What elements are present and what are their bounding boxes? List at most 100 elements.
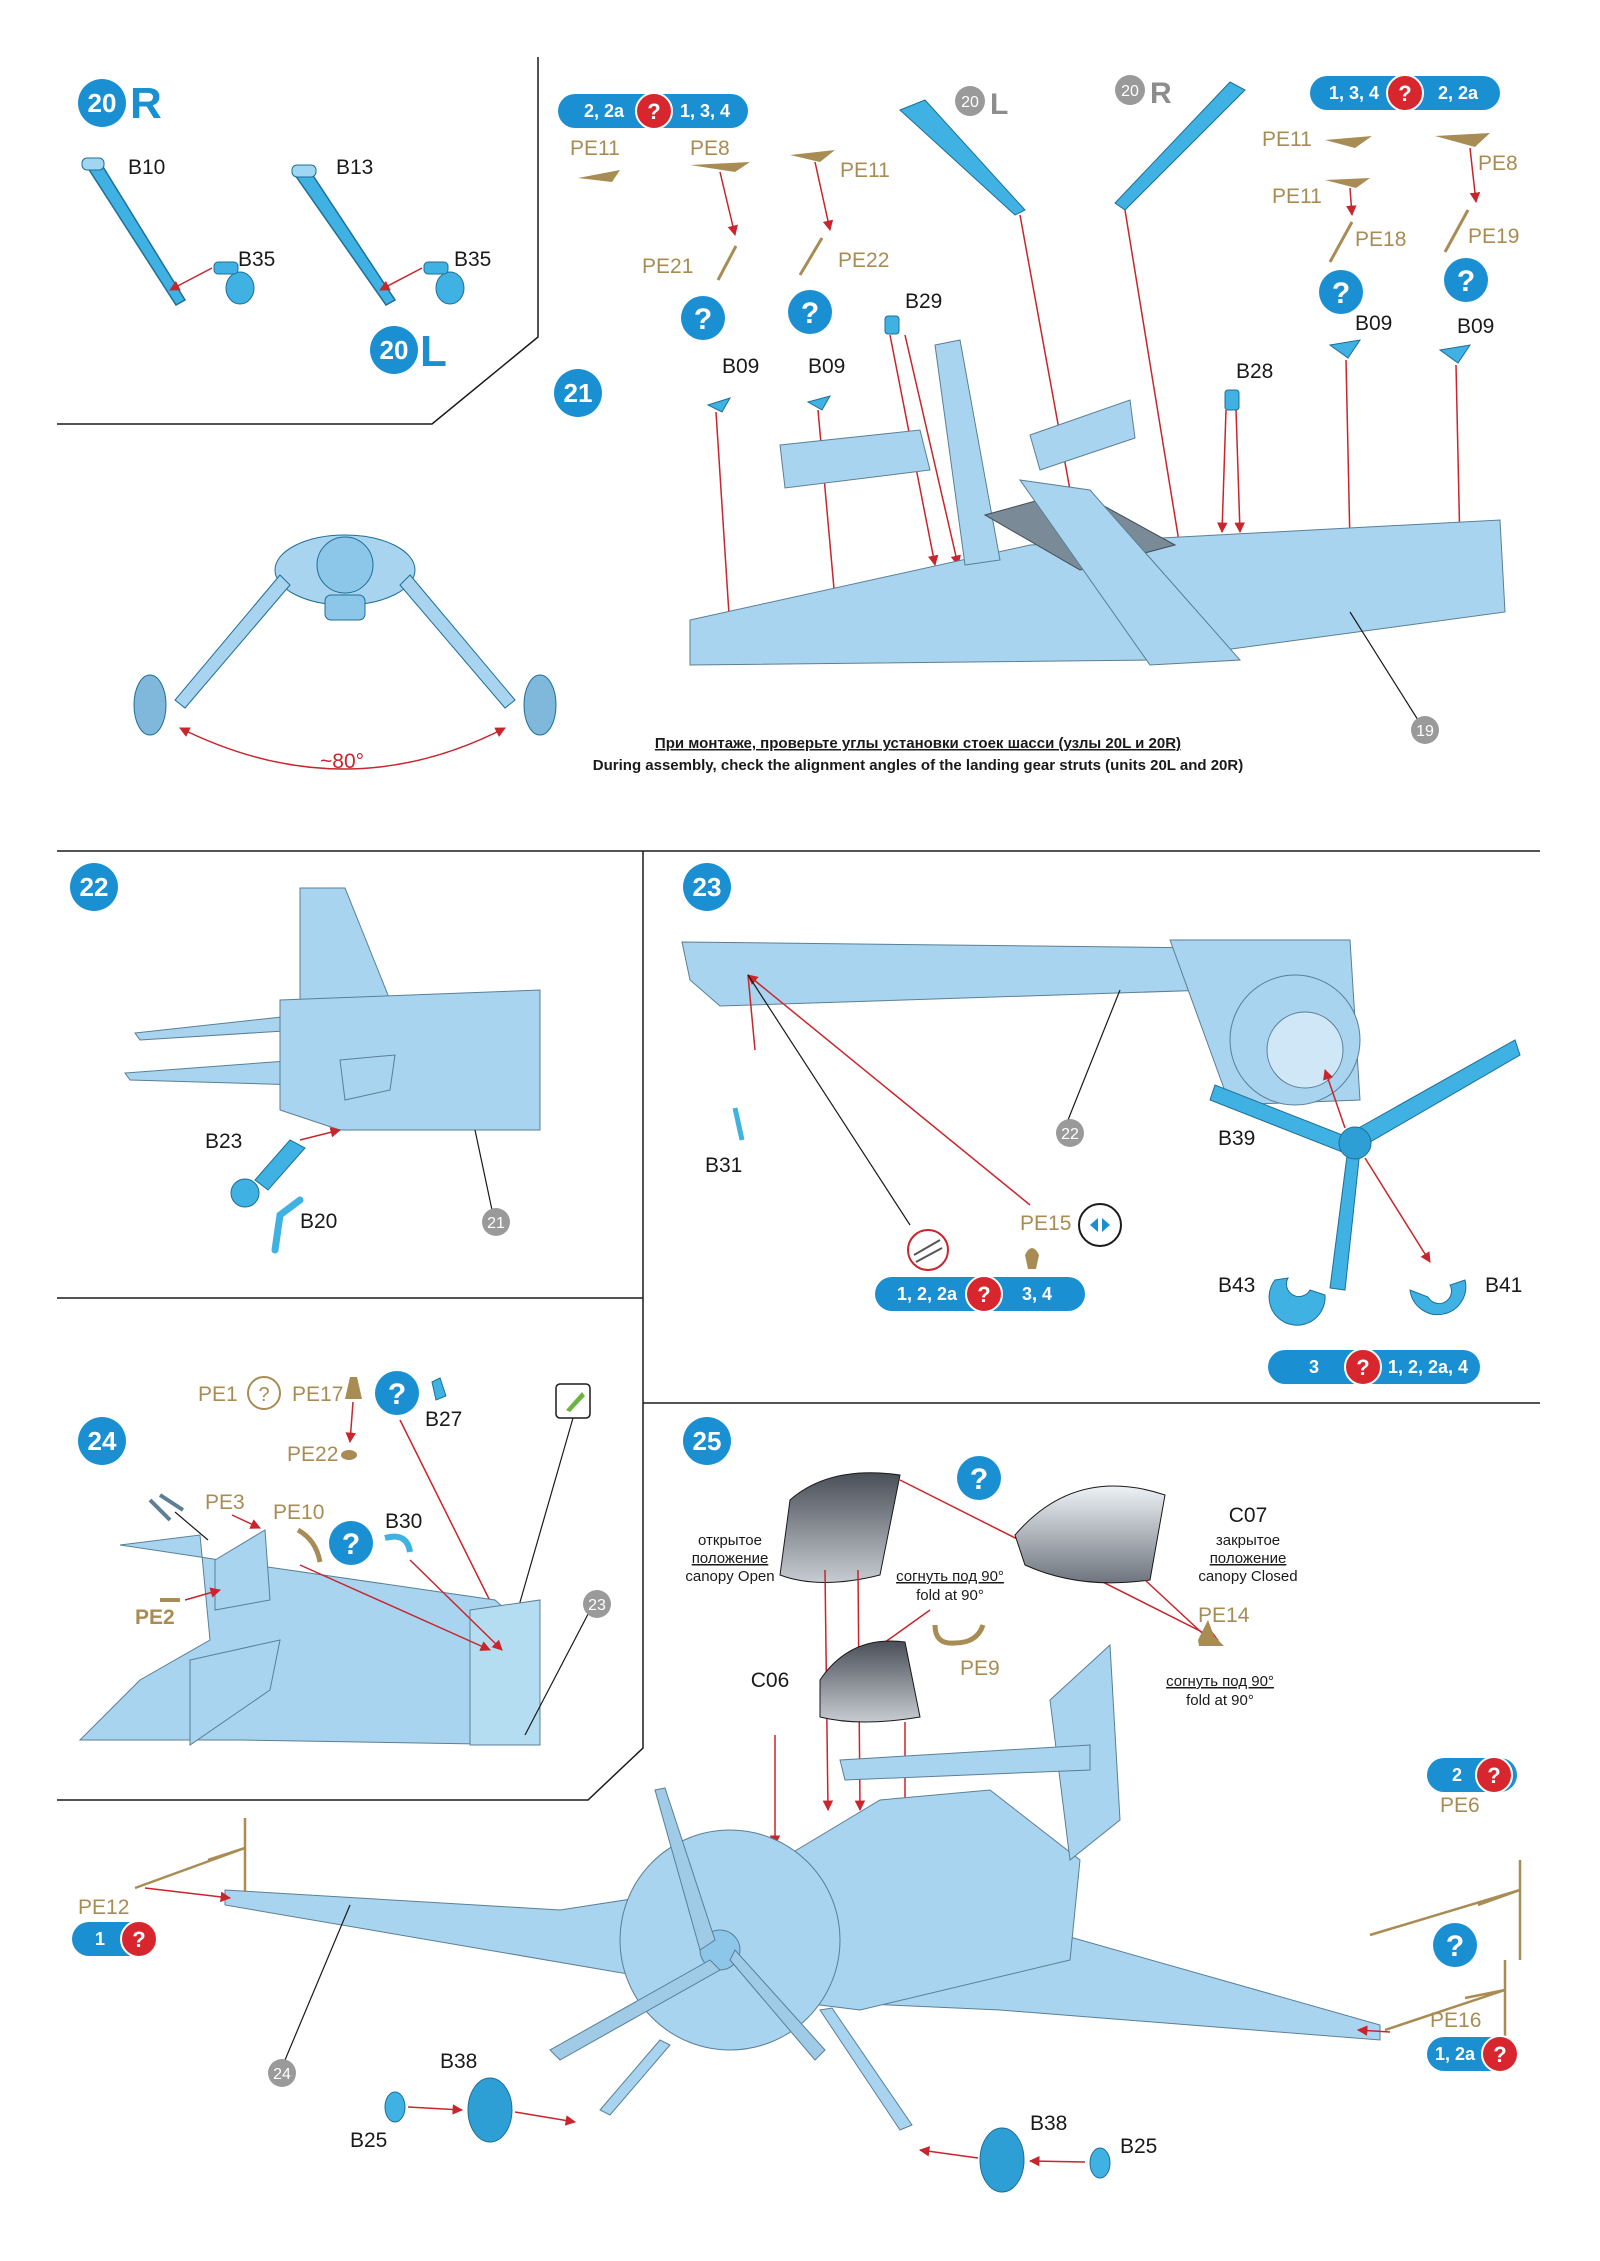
part-pe10: [296, 1527, 323, 1563]
svg-text:2: 2: [1452, 1765, 1462, 1785]
arrow: [1356, 2025, 1391, 2036]
ref-24: 24: [268, 2059, 296, 2087]
svg-text:2, 2a: 2, 2a: [584, 101, 625, 121]
step-23-badge: 23: [683, 863, 731, 911]
part-strut-20l: [899, 99, 1026, 216]
part-b43: [1268, 1277, 1326, 1326]
part-b38-wheel: [979, 2127, 1025, 2193]
step-21: 21 ~80° 2, 2a ? 1, 3, 4 1, 3, 4 ?: [133, 74, 1519, 774]
part-pe11-plate: [1325, 178, 1370, 188]
svg-text:20: 20: [961, 94, 979, 111]
fuselage-rear-view: [78, 1529, 541, 1746]
ref-23: 23: [583, 1590, 611, 1618]
label-b09a: B09: [722, 355, 759, 378]
pill-schemes-right: 1, 3, 4 ? 2, 2a: [1310, 74, 1500, 112]
caption-fold-en-b: fold at 90°: [1186, 1692, 1254, 1709]
aircraft-underside: [689, 339, 1506, 666]
pill-pe12: 1 ?: [72, 1920, 158, 1958]
label-b25b: B25: [1120, 2135, 1157, 2158]
svg-text:?: ?: [970, 1463, 988, 1496]
note-russian: При монтаже, проверьте углы установки ст…: [655, 735, 1181, 752]
caption-closed-en: canopy Closed: [1198, 1568, 1297, 1585]
arrow: [169, 267, 213, 291]
part-pe11-plate: [1325, 136, 1372, 148]
ref-21: 21: [482, 1208, 510, 1236]
arrow: [747, 974, 756, 1051]
label-b20: B20: [300, 1210, 337, 1233]
label-pe16: PE16: [1430, 2009, 1481, 2032]
svg-text:23: 23: [693, 872, 722, 902]
note-english: During assembly, check the alignment ang…: [593, 757, 1243, 774]
landing-gear-front-view: [133, 534, 557, 770]
label-b41: B41: [1485, 1274, 1522, 1297]
svg-text:?: ?: [342, 1528, 360, 1561]
svg-text:?: ?: [1457, 265, 1475, 298]
part-c06-canopy: [819, 1640, 921, 1723]
step-24: 24 PE1 ? PE17 PE22 ? B27 PE3: [78, 1371, 611, 1746]
part-c07-canopy-open: [779, 1472, 901, 1583]
svg-text:?: ?: [801, 297, 819, 330]
caption-fold-ru-b: согнуть под 90°: [1166, 1673, 1274, 1690]
step-23: 23 B31 22 PE15 1, 2, 2a: [681, 863, 1522, 1386]
svg-text:?: ?: [977, 1282, 990, 1307]
part-b38-wheel: [467, 2077, 513, 2143]
label-b27: B27: [425, 1408, 462, 1431]
label-pe3: PE3: [205, 1491, 245, 1514]
ref-22: 22: [1056, 1119, 1084, 1147]
arrow: [299, 1127, 342, 1141]
step-25-badge: 25: [683, 1417, 731, 1465]
part-pe19: [1443, 209, 1470, 253]
label-b09d: B09: [1457, 315, 1494, 338]
arrow: [514, 2111, 577, 2126]
svg-text:?: ?: [132, 1927, 145, 1952]
part-b35-left: [213, 261, 255, 305]
arrow: [299, 1564, 491, 1651]
leader-line: [284, 1904, 351, 2061]
part-pe21: [716, 245, 738, 281]
svg-text:1, 2, 2a: 1, 2, 2a: [897, 1284, 958, 1304]
svg-text:R: R: [130, 79, 162, 128]
label-b38b: B38: [1030, 2112, 1067, 2135]
label-pe8a: PE8: [690, 137, 730, 160]
part-pe9: [932, 1624, 986, 1646]
svg-text:24: 24: [273, 2066, 291, 2083]
label-pe19: PE19: [1468, 225, 1519, 248]
question-icon: ?: [375, 1371, 419, 1415]
label-c06: C06: [751, 1669, 790, 1692]
part-b25-hub: [384, 2091, 406, 2123]
svg-text:L: L: [420, 327, 447, 376]
label-b28: B28: [1236, 360, 1273, 383]
part-b20: [271, 1196, 304, 1254]
label-b38a: B38: [440, 2050, 477, 2073]
svg-text:20: 20: [1121, 83, 1139, 100]
label-b10: B10: [128, 156, 165, 179]
part-b10-strut: [81, 157, 187, 306]
part-b41: [1409, 1279, 1467, 1316]
arrow: [1234, 409, 1245, 534]
svg-text:22: 22: [80, 872, 109, 902]
leader-line: [1067, 989, 1121, 1121]
svg-text:?: ?: [1356, 1355, 1369, 1380]
leader-line: [511, 1417, 574, 1631]
part-b31: [732, 1107, 745, 1141]
arrow: [1344, 359, 1356, 547]
arrow: [184, 1587, 222, 1601]
svg-text:?: ?: [388, 1378, 406, 1411]
leader-line: [524, 1594, 599, 1736]
pill-schemes-23-right: 3 ? 1, 2, 2a, 4: [1268, 1348, 1480, 1386]
caption-open-en: canopy Open: [685, 1568, 774, 1585]
svg-text:?: ?: [1398, 81, 1411, 106]
part-pe8-plate: [690, 162, 750, 172]
part-b28: [1224, 389, 1240, 411]
svg-text:1, 3, 4: 1, 3, 4: [1329, 83, 1379, 103]
step-20: 20 R B10 B35 B13 B35 20 L: [78, 79, 491, 376]
label-b09c: B09: [1355, 312, 1392, 335]
part-pe22: [798, 237, 824, 276]
arrow: [345, 1401, 356, 1444]
svg-text:?: ?: [647, 99, 660, 124]
part-pe14: [1198, 1620, 1224, 1646]
label-b25a: B25: [350, 2129, 387, 2152]
part-b09: [706, 397, 732, 413]
question-icon: ?: [957, 1456, 1001, 1500]
label-b35b: B35: [454, 248, 491, 271]
